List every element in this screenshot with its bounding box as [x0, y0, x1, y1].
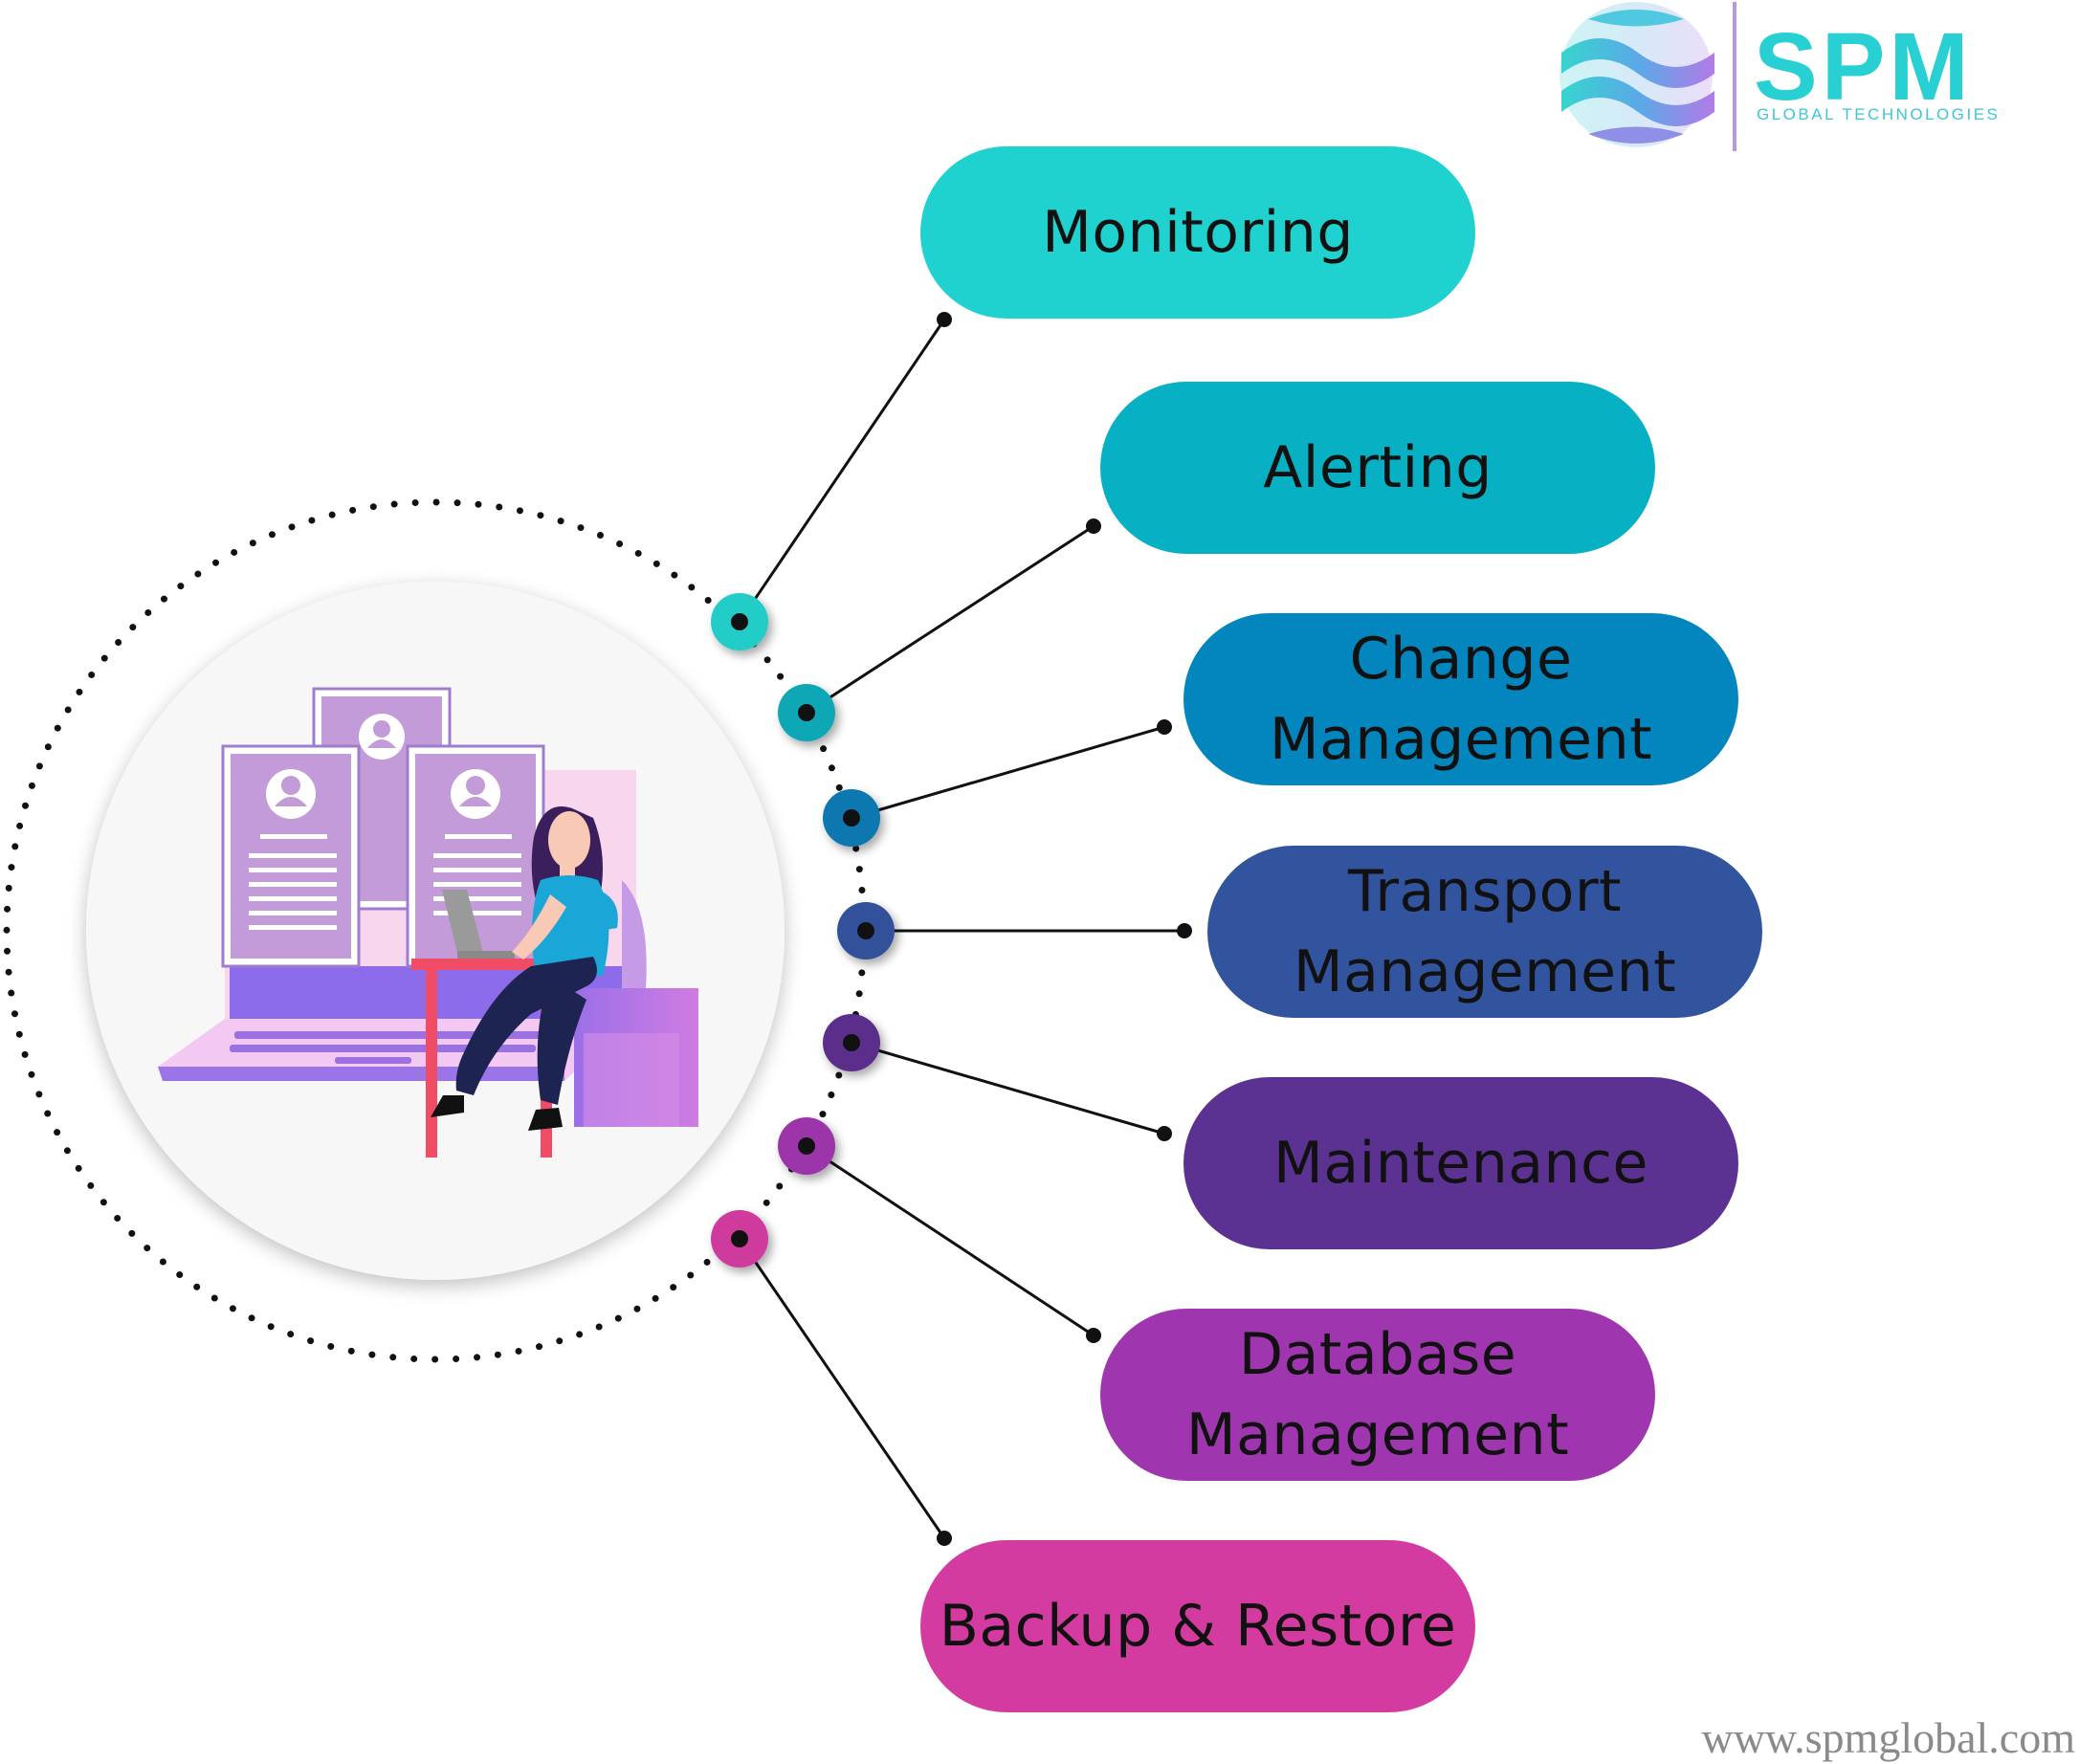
- spm-logo-emblem: [1559, 2, 1714, 147]
- connector-line-1: [738, 319, 946, 623]
- ring-node-center-1: [731, 613, 748, 630]
- connector-end-dot-4: [1177, 923, 1192, 938]
- ring-node-center-4: [857, 922, 874, 939]
- connector-line-3: [851, 725, 1165, 820]
- ring-node-center-2: [798, 704, 815, 721]
- ring-node-center-7: [731, 1230, 748, 1247]
- person-laptop-illustration: [158, 687, 698, 1158]
- connector-line-6: [806, 1144, 1095, 1337]
- ring-node-center-3: [843, 809, 860, 827]
- brand-tagline: GLOBAL TECHNOLOGIES: [1757, 105, 2001, 123]
- pill-database-line-2: Management: [1185, 1401, 1570, 1468]
- connector-end-dot-1: [937, 312, 952, 327]
- connector-end-dot-3: [1157, 719, 1172, 735]
- connector-end-dot-7: [937, 1531, 952, 1546]
- ring-nodes: [711, 593, 895, 1268]
- pill-transport-line-2: Management: [1293, 938, 1677, 1005]
- pill-maintenance-line-1: Maintenance: [1273, 1130, 1648, 1197]
- connector-end-dot-5: [1157, 1126, 1172, 1141]
- pill-maintenance: Maintenance: [1183, 1077, 1738, 1249]
- pill-change-line-1: Change: [1349, 626, 1573, 693]
- connector-end-dot-6: [1086, 1328, 1101, 1343]
- connector-line-2: [806, 524, 1095, 715]
- pill-alerting: Alerting: [1100, 382, 1655, 554]
- pill-database-management: Database Management: [1100, 1309, 1655, 1481]
- connector-lines: [738, 312, 1192, 1546]
- ring-node-center-6: [798, 1137, 815, 1155]
- pill-monitoring: Monitoring: [920, 146, 1475, 319]
- pill-change-line-2: Management: [1269, 706, 1653, 773]
- pill-database-line-1: Database: [1238, 1321, 1517, 1388]
- ring-node-center-5: [843, 1034, 860, 1051]
- brand-name: SPM: [1754, 13, 1973, 121]
- pill-change-management: Change Management: [1183, 613, 1738, 785]
- pill-monitoring-line-1: Monitoring: [1042, 199, 1354, 266]
- pill-backup-restore: Backup & Restore: [920, 1540, 1475, 1712]
- connector-end-dot-2: [1086, 518, 1101, 534]
- connector-line-7: [738, 1238, 946, 1539]
- pill-transport-line-1: Transport: [1347, 858, 1623, 925]
- pill-transport-management: Transport Management: [1207, 846, 1762, 1018]
- website-url: www.spmglobal.com: [1701, 1713, 2075, 1762]
- pill-alerting-line-1: Alerting: [1263, 434, 1493, 501]
- pill-backup-line-1: Backup & Restore: [939, 1593, 1457, 1660]
- connector-line-5: [851, 1041, 1165, 1136]
